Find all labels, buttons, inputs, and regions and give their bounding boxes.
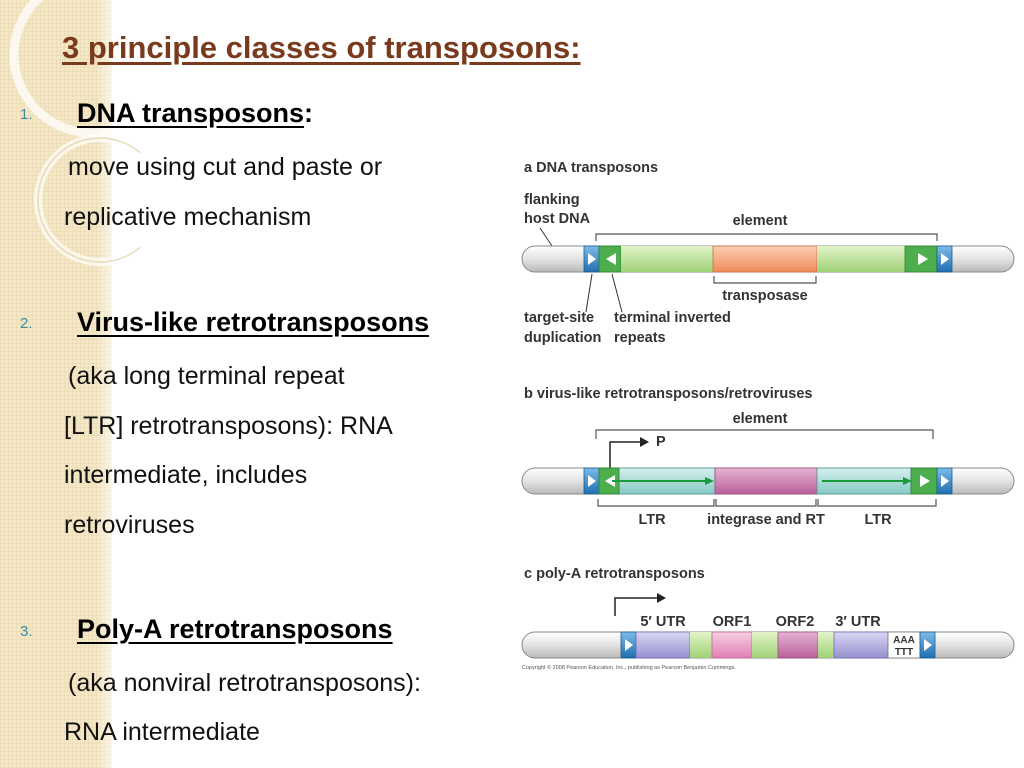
element-segment (621, 246, 713, 272)
arrow-right-icon (920, 475, 930, 487)
integrase-bracket (715, 499, 817, 507)
list-number-3: 3. (20, 623, 33, 640)
heading-virus-like-retrotransposons: Virus-like retrotransposons (77, 307, 429, 338)
element-label: element (733, 411, 788, 427)
arrow-right-icon (625, 639, 633, 651)
slide-title: 3 principle classes of transposons: (62, 30, 581, 65)
arrow-right-icon (640, 437, 649, 447)
copyright-text: Copyright © 2008 Pearson Education, Inc.… (522, 664, 736, 671)
transposase-bracket (713, 276, 817, 284)
ltr-right-label: LTR (864, 512, 892, 528)
utr5-segment (635, 631, 691, 659)
heading-text: Poly-A retrotransposons (77, 614, 393, 644)
transcription-start-arrow (614, 597, 659, 616)
promoter-arrow (609, 441, 642, 468)
panel-a-title: a DNA transposons (524, 160, 658, 176)
element-segment (817, 246, 905, 272)
transposase-label: transposase (722, 288, 807, 304)
linker-segment (690, 632, 712, 658)
flanking-label: flanking (524, 192, 580, 208)
repeats-label: repeats (614, 330, 666, 346)
orf2-segment (777, 631, 819, 659)
heading-poly-a-retrotransposons: Poly-A retrotransposons (77, 614, 393, 645)
promoter-label: P (656, 434, 666, 450)
leader-line (585, 273, 593, 313)
arrow-right-icon (588, 475, 596, 487)
target-site-label: target-site (524, 310, 594, 326)
orf1-label: ORF1 (713, 614, 752, 630)
body-line: move using cut and paste or (68, 153, 383, 181)
terminal-inverted-label: terminal inverted (614, 310, 731, 326)
arrow-right-icon (705, 477, 714, 485)
heading-text: Virus-like retrotransposons (77, 307, 430, 337)
linker-segment (818, 632, 834, 658)
body-line: (aka nonviral retrotransposons): (68, 669, 421, 697)
panel-c-title: c poly-A retrotransposons (524, 566, 705, 582)
arrow-right-icon (903, 477, 912, 485)
arrow-right-icon (941, 475, 949, 487)
linker-segment (752, 632, 778, 658)
body-line: [LTR] retrotransposons): RNA (64, 412, 393, 440)
body-line: retroviruses (64, 511, 195, 539)
decorative-rings (9, 0, 140, 266)
element-bracket (595, 429, 934, 439)
body-line: intermediate, includes (64, 461, 308, 489)
ltr-left-label: LTR (638, 512, 666, 528)
arrow-left-icon (605, 475, 615, 487)
arrow-left-icon (606, 253, 616, 265)
ltr-left-bracket (597, 499, 715, 507)
panel-a-dna-transposons: a DNA transposons flanking host DNA elem… (521, 160, 1015, 346)
arrow-right-icon (924, 639, 932, 651)
poly-a-tail (887, 631, 921, 659)
poly-a-top-text: AAA (893, 635, 915, 646)
utr3-label: 3′ UTR (835, 614, 881, 630)
integrase-rt-label: integrase and RT (707, 512, 825, 528)
ltr-right-bracket (817, 499, 937, 507)
orf1-segment (711, 631, 753, 659)
body-line: RNA intermediate (64, 718, 260, 746)
panel-c-poly-a-retrotransposons: c poly-A retrotransposons 5′ UTR ORF1 OR… (521, 566, 1015, 671)
integrase-rt-gene (714, 467, 818, 495)
arrow-right-icon (657, 593, 666, 603)
element-bracket (595, 233, 938, 241)
transposase-gene (712, 245, 818, 273)
panel-b-virus-like-retrotransposons: b virus-like retrotransposons/retrovirus… (521, 386, 1015, 528)
list-number-2: 2. (20, 315, 33, 332)
panel-b-title: b virus-like retrotransposons/retrovirus… (524, 386, 813, 402)
element-label: element (733, 213, 788, 229)
heading-dna-transposons: DNA transposons: (77, 98, 313, 129)
duplication-label: duplication (524, 330, 601, 346)
heading-text: DNA transposons (77, 98, 305, 128)
body-line: (aka long terminal repeat (68, 362, 345, 390)
leader-line (539, 227, 553, 247)
utr3-segment (833, 631, 889, 659)
body-line: replicative mechanism (64, 203, 312, 231)
arrow-right-icon (941, 253, 949, 265)
arrow-right-icon (918, 253, 928, 265)
arrow-right-icon (588, 253, 596, 265)
host-dna-label: host DNA (524, 211, 591, 227)
heading-suffix: : (304, 98, 314, 128)
orf2-label: ORF2 (776, 614, 815, 630)
utr5-label: 5′ UTR (640, 614, 686, 630)
list-number-1: 1. (20, 106, 33, 123)
poly-t-bottom-text: TTT (895, 647, 913, 658)
transposon-classes-figure: a DNA transposons flanking host DNA elem… (521, 160, 1015, 671)
leader-line (611, 273, 623, 313)
